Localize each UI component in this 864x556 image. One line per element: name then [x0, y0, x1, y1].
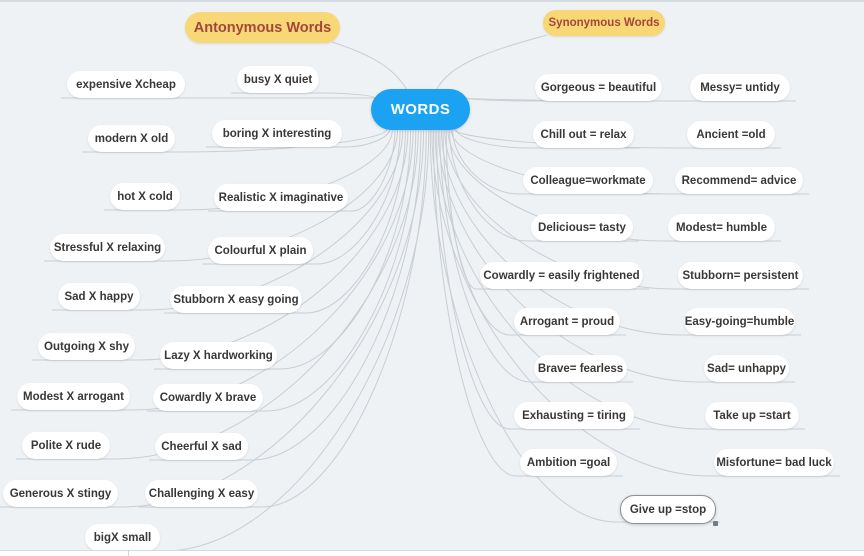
mindmap-node[interactable]: Cheerful X sad — [155, 433, 248, 460]
node-label: Easy-going=humble — [684, 315, 795, 328]
mindmap-node[interactable]: expensive Xcheap — [67, 71, 185, 98]
mindmap-node[interactable]: Give up =stop — [620, 495, 718, 526]
node-label: Messy= untidy — [700, 81, 780, 94]
node-label: Challenging X easy — [148, 487, 255, 500]
node-label: Polite X rude — [30, 439, 102, 452]
node-label: Brave= fearless — [537, 362, 624, 375]
mindmap-node[interactable]: Realistic X imaginative — [214, 184, 348, 211]
node-label: Delicious= tasty — [538, 221, 626, 234]
canvas-bottom-edge — [0, 550, 864, 556]
node-label: Stubborn X easy going — [173, 293, 299, 306]
node-label: Colourful X plain — [214, 244, 307, 257]
mindmap-node[interactable]: Delicious= tasty — [531, 214, 633, 241]
mindmap-node[interactable]: Colleague=workmate — [523, 167, 653, 194]
node-label: Sad X happy — [64, 290, 134, 303]
node-label: Stubborn= persistent — [682, 269, 799, 282]
mindmap-node[interactable]: Ambition =goal — [520, 449, 617, 476]
node-label: bigX small — [93, 531, 152, 544]
node-label: Modest X arrogant — [23, 390, 124, 403]
node-label: Recommend= advice — [681, 174, 797, 187]
mindmap-node[interactable]: Gorgeous = beautiful — [535, 74, 662, 101]
mindmap-node[interactable]: Lazy X hardworking — [160, 342, 277, 369]
node-label: Cowardly = easily frightened — [483, 269, 640, 282]
node-label: Arrogant = proud — [519, 315, 615, 328]
mindmap-node[interactable]: Arrogant = proud — [514, 308, 620, 335]
mindmap-node[interactable]: Outgoing X shy — [38, 333, 135, 360]
mindmap-node[interactable]: Sad X happy — [58, 283, 140, 310]
mindmap-node[interactable]: hot X cold — [110, 183, 180, 210]
mindmap-node[interactable]: busy X quiet — [237, 66, 319, 93]
node-label: Cowardly X brave — [159, 391, 257, 404]
mindmap-node[interactable]: Cowardly = easily frightened — [480, 262, 643, 289]
mindmap-node[interactable]: Easy-going=humble — [684, 308, 795, 335]
mindmap-node[interactable]: Misfortune= bad luck — [714, 449, 834, 476]
node-label: Chill out = relax — [540, 128, 627, 141]
node-label: expensive Xcheap — [76, 78, 176, 91]
mindmap-node[interactable]: Generous X stingy — [3, 480, 118, 507]
node-label: hot X cold — [117, 190, 173, 203]
node-label: Lazy X hardworking — [164, 349, 273, 362]
branch-label-synonymous[interactable]: Synonymous Words — [543, 10, 665, 36]
branch-label-antonymous[interactable]: Antonymous Words — [185, 12, 340, 43]
node-label: Exhausting = tiring — [522, 409, 626, 422]
node-label: Give up =stop — [629, 503, 707, 516]
mindmap-node[interactable]: Take up =start — [705, 402, 799, 429]
mindmap-node[interactable]: Cowardly X brave — [153, 384, 263, 411]
mindmap-node[interactable]: Chill out = relax — [533, 121, 634, 148]
mindmap-node[interactable]: Challenging X easy — [145, 480, 258, 507]
mindmap-node[interactable]: Ancient =old — [687, 121, 775, 148]
mindmap-node[interactable]: bigX small — [85, 524, 160, 551]
node-label: Cheerful X sad — [161, 440, 242, 453]
node-label: busy X quiet — [243, 73, 313, 86]
mindmap-node[interactable]: Modest X arrogant — [17, 383, 130, 410]
node-label: Generous X stingy — [9, 487, 112, 500]
node-label: boring X interesting — [222, 127, 332, 140]
mindmap-node[interactable]: Stressful X relaxing — [50, 234, 165, 261]
mindmap-node[interactable]: Stubborn= persistent — [678, 262, 803, 289]
mindmap-node[interactable]: Recommend= advice — [675, 167, 803, 194]
root-node-words[interactable]: WORDS — [371, 89, 470, 130]
canvas-top-edge — [0, 0, 864, 2]
selection-handle[interactable] — [713, 521, 718, 526]
node-label: Stressful X relaxing — [53, 241, 162, 254]
node-label: Realistic X imaginative — [218, 191, 344, 204]
mindmap-node[interactable]: Exhausting = tiring — [514, 402, 634, 429]
mindmap-node[interactable]: Colourful X plain — [208, 237, 313, 264]
node-label: modern X old — [94, 132, 169, 145]
node-label: Sad= unhappy — [707, 362, 786, 375]
node-label: Gorgeous = beautiful — [540, 81, 657, 94]
mindmap-node[interactable]: Polite X rude — [22, 432, 110, 459]
mindmap-node[interactable]: Modest= humble — [668, 214, 775, 241]
mindmap-node[interactable]: Stubborn X easy going — [170, 286, 302, 313]
mindmap-node[interactable]: Brave= fearless — [534, 355, 627, 382]
mindmap-node[interactable]: modern X old — [88, 125, 175, 152]
mindmap-node[interactable]: Sad= unhappy — [704, 355, 789, 382]
node-label: Ambition =goal — [526, 456, 611, 469]
mindmap-node[interactable]: boring X interesting — [212, 120, 342, 147]
node-label: Ancient =old — [696, 128, 766, 141]
node-label: Colleague=workmate — [530, 174, 646, 187]
node-label: Modest= humble — [675, 221, 768, 234]
node-label: Take up =start — [713, 409, 791, 422]
node-label: Outgoing X shy — [44, 340, 129, 353]
scrollbar-tick — [128, 551, 129, 556]
node-label: Misfortune= bad luck — [716, 456, 832, 469]
mindmap-node[interactable]: Messy= untidy — [690, 74, 790, 101]
